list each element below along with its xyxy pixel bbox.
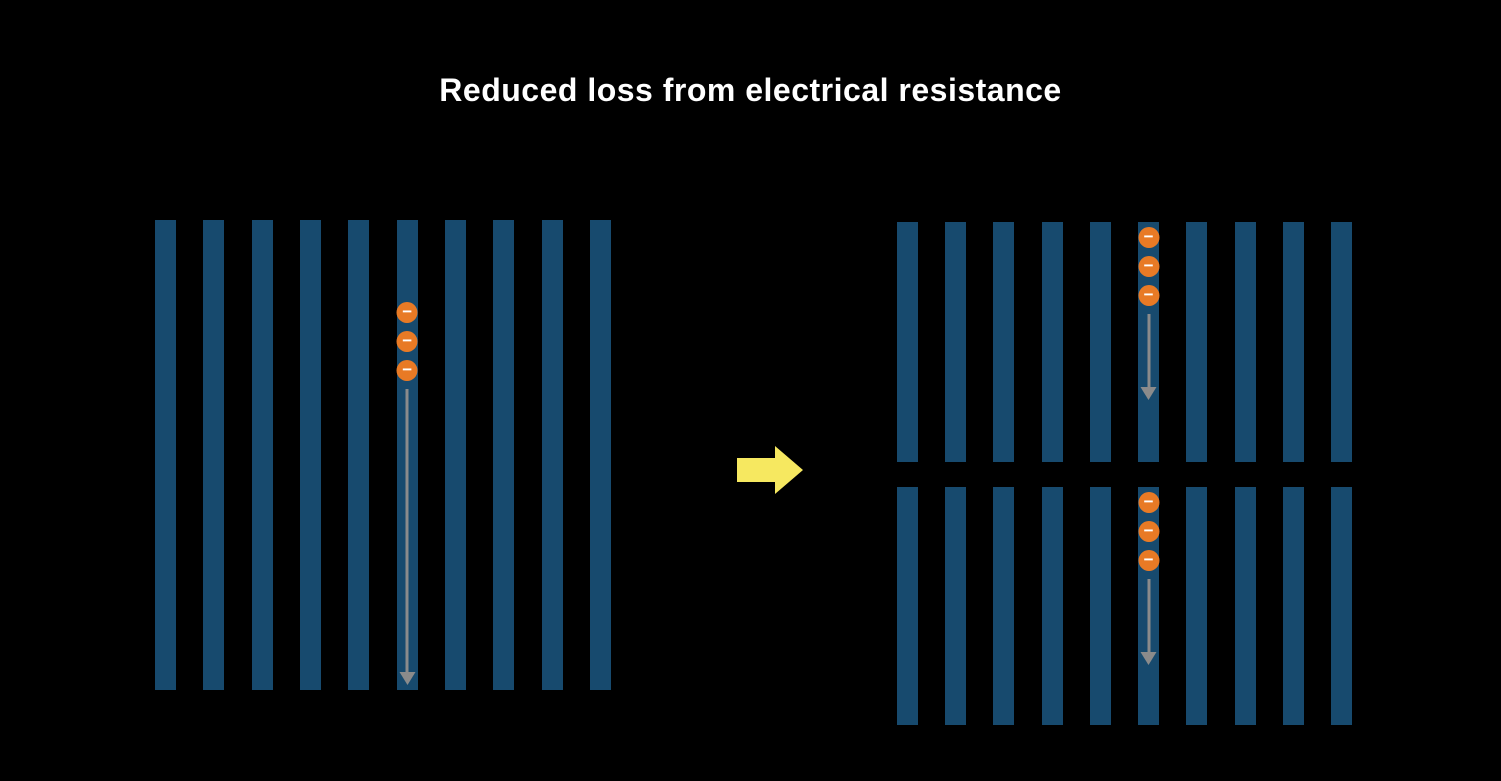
electron-icon: − [1138, 285, 1160, 306]
cell-finger-bar [993, 222, 1015, 462]
cell-finger-bar [1330, 487, 1352, 725]
half-cell-top-panel: − − − [897, 222, 1352, 462]
electron-icon: − [1138, 256, 1160, 277]
cell-finger-bar [348, 220, 370, 690]
cell-finger-bar [299, 220, 321, 690]
cell-finger-bar [541, 220, 563, 690]
current-flow-arrow [1140, 314, 1157, 400]
diagram-title: Reduced loss from electrical resistance [439, 72, 1062, 108]
electron-icon: − [396, 302, 418, 323]
cell-finger-bar [1186, 487, 1208, 725]
cell-finger-bar [1186, 222, 1208, 462]
cell-finger-bar [155, 220, 176, 690]
cell-finger-bar [993, 487, 1015, 725]
cell-finger-bar [1282, 222, 1304, 462]
current-flow-arrow-line [1147, 314, 1151, 387]
current-flow-column: − − − [1138, 227, 1160, 400]
cell-finger-bar [589, 220, 611, 690]
cell-finger-bar [493, 220, 515, 690]
cell-finger-bar [251, 220, 273, 690]
transition-arrow-icon [737, 446, 803, 494]
cell-finger-bar [1234, 222, 1256, 462]
current-flow-arrowhead-icon [1140, 652, 1157, 665]
current-flow-arrow [399, 389, 416, 685]
current-flow-arrowhead-icon [1140, 387, 1157, 400]
half-cell-bottom-panel: − − − [897, 487, 1352, 725]
cell-finger-bar [203, 220, 225, 690]
cell-finger-bar [897, 487, 918, 725]
cell-finger-bar [945, 487, 967, 725]
current-flow-arrow [1140, 579, 1157, 665]
cell-finger-bar [1041, 222, 1063, 462]
electron-icon: − [1138, 550, 1160, 571]
cell-finger-bar [444, 220, 466, 690]
cell-finger-bar [1330, 222, 1352, 462]
electron-icon: − [396, 331, 418, 352]
full-cell-panel: − − − [155, 220, 611, 690]
current-flow-arrowhead-icon [399, 672, 416, 685]
electron-icon: − [1138, 521, 1160, 542]
electron-icon: − [396, 360, 418, 381]
cell-finger-bar [897, 222, 918, 462]
cell-finger-bar [945, 222, 967, 462]
cell-finger-bar [1282, 487, 1304, 725]
current-flow-arrow-line [1147, 579, 1151, 652]
current-flow-column: − − − [1138, 492, 1160, 665]
current-flow-arrow-line [405, 389, 409, 672]
cell-finger-bar [1234, 487, 1256, 725]
cell-finger-bar [1089, 222, 1111, 462]
cell-finger-bar [1089, 487, 1111, 725]
electron-icon: − [1138, 492, 1160, 513]
current-flow-column: − − − [396, 302, 418, 685]
electron-icon: − [1138, 227, 1160, 248]
cell-finger-bar [1041, 487, 1063, 725]
